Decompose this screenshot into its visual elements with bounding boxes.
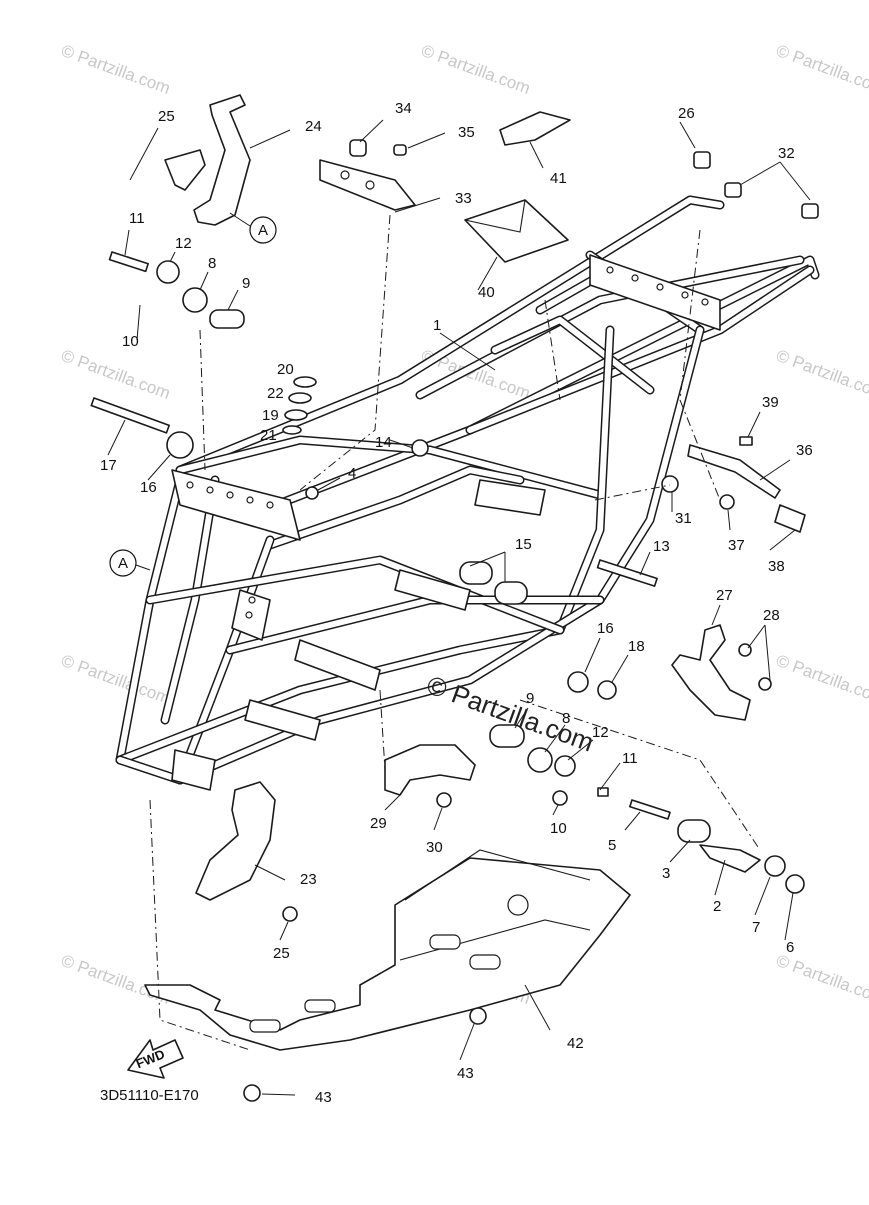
- watermark-text: © Partzilla.com: [59, 651, 173, 708]
- callout-7: 7: [752, 919, 760, 936]
- watermark-text: © Partzilla.com: [774, 951, 869, 1008]
- callout-15: 15: [515, 536, 532, 553]
- callout-9: 9: [526, 690, 534, 707]
- callout-18: 18: [628, 638, 645, 655]
- callout-8: 8: [562, 710, 570, 727]
- callout-33: 33: [455, 190, 472, 207]
- callout-34: 34: [395, 100, 412, 117]
- callout-11: 11: [129, 210, 145, 227]
- callout-24: 24: [305, 118, 322, 135]
- callout-30: 30: [426, 839, 443, 856]
- callout-25: 25: [273, 945, 290, 962]
- callout-25: 25: [158, 108, 175, 125]
- skid-plate: [144, 849, 631, 1051]
- fasteners: [90, 139, 819, 1102]
- watermark-text: © Partzilla.com: [59, 41, 173, 98]
- watermark-text: © Partzilla.com: [774, 651, 869, 708]
- callout-5: 5: [608, 837, 616, 854]
- callout-11: 11: [622, 750, 638, 767]
- assembly-lines: [149, 214, 761, 1051]
- fwd-arrow: FWD: [127, 1039, 184, 1079]
- callout-8: 8: [208, 255, 216, 272]
- drawing-code: 3D51110-E170: [100, 1087, 199, 1104]
- ref-a-label-top: A: [258, 222, 268, 239]
- callout-16: 16: [597, 620, 614, 637]
- ref-a-label-left: A: [118, 555, 128, 572]
- callout-13: 13: [653, 538, 670, 555]
- leader-lines: [107, 119, 811, 1096]
- watermark-text: © Partzilla.com: [774, 346, 869, 403]
- callout-14: 14: [375, 434, 392, 451]
- callout-32: 32: [778, 145, 795, 162]
- callout-12: 12: [592, 724, 609, 741]
- callout-41: 41: [550, 170, 567, 187]
- callout-37: 37: [728, 537, 745, 554]
- callout-43: 43: [457, 1065, 474, 1082]
- callout-29: 29: [370, 815, 387, 832]
- callout-22: 22: [267, 385, 284, 402]
- callout-19: 19: [262, 407, 279, 424]
- callout-21: 21: [260, 427, 277, 444]
- callout-28: 28: [763, 607, 780, 624]
- callout-6: 6: [786, 939, 794, 956]
- callout-12: 12: [175, 235, 192, 252]
- watermark-text: © Partzilla.com: [59, 346, 173, 403]
- callout-20: 20: [277, 361, 294, 378]
- callout-10: 10: [122, 333, 139, 350]
- main-frame: [115, 195, 820, 791]
- callout-42: 42: [567, 1035, 584, 1052]
- callout-43: 43: [315, 1089, 332, 1106]
- brackets: [164, 94, 806, 901]
- callout-31: 31: [675, 510, 692, 527]
- watermark-text: © Partzilla.com: [59, 951, 173, 1008]
- callout-39: 39: [762, 394, 779, 411]
- callout-4: 4: [348, 465, 356, 482]
- callout-1: 1: [433, 317, 441, 334]
- ref-a-left: A: [109, 549, 151, 577]
- watermark-text: © Partzilla.com: [419, 41, 533, 98]
- callout-23: 23: [300, 871, 317, 888]
- callout-16: 16: [140, 479, 157, 496]
- ref-a-top: A: [229, 212, 277, 244]
- callout-9: 9: [242, 275, 250, 292]
- callout-38: 38: [768, 558, 785, 575]
- callout-27: 27: [716, 587, 733, 604]
- callout-3: 3: [662, 865, 670, 882]
- callout-26: 26: [678, 105, 695, 122]
- callout-17: 17: [100, 457, 117, 474]
- watermark-text: © Partzilla.com: [774, 41, 869, 98]
- callout-35: 35: [458, 124, 475, 141]
- callout-10: 10: [550, 820, 567, 837]
- callout-40: 40: [478, 284, 495, 301]
- callout-2: 2: [713, 898, 721, 915]
- callout-36: 36: [796, 442, 813, 459]
